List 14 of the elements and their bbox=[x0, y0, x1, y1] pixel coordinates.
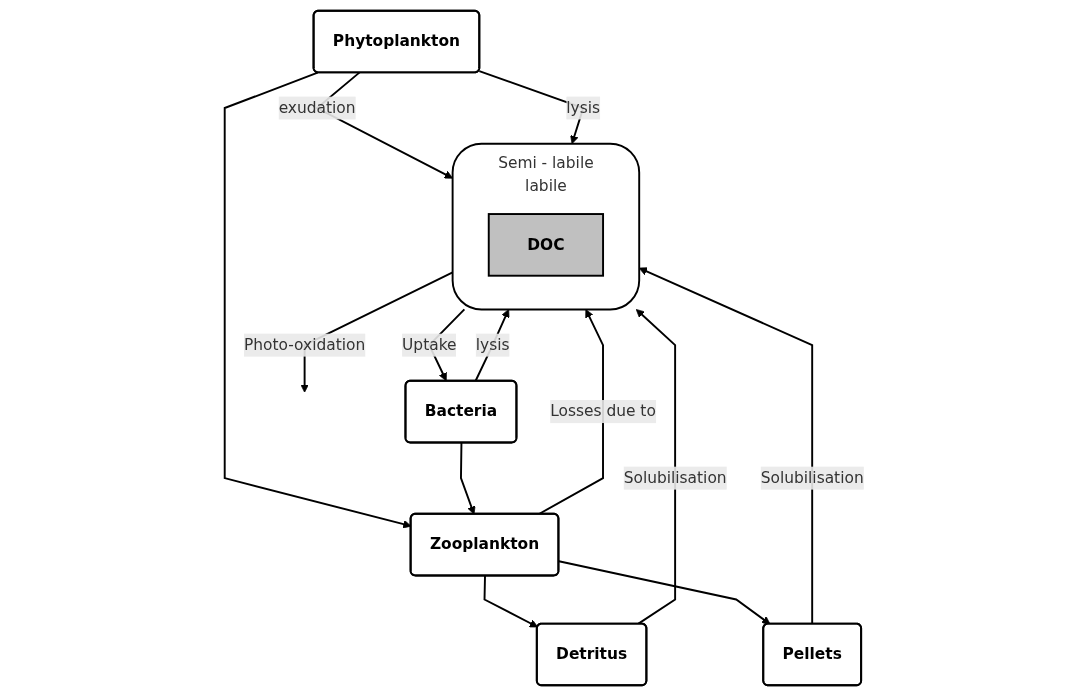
arrow bbox=[459, 441, 476, 515]
arrow bbox=[635, 308, 676, 625]
node-box: DOC bbox=[487, 212, 604, 277]
edge-label: Solubilisation bbox=[760, 467, 864, 487]
edge-label: Losses due to bbox=[549, 401, 656, 420]
edge-label: lysis bbox=[475, 334, 510, 354]
arrow bbox=[483, 574, 538, 627]
edge-label: Solubilisation bbox=[623, 467, 727, 487]
edge-label: Uptake bbox=[401, 334, 457, 354]
edge-label: Photo-oxidation bbox=[243, 334, 366, 354]
edge-label: lysis bbox=[566, 97, 600, 117]
edge-label: exudation bbox=[278, 97, 356, 117]
arrow bbox=[474, 308, 510, 382]
arrow bbox=[538, 308, 604, 515]
